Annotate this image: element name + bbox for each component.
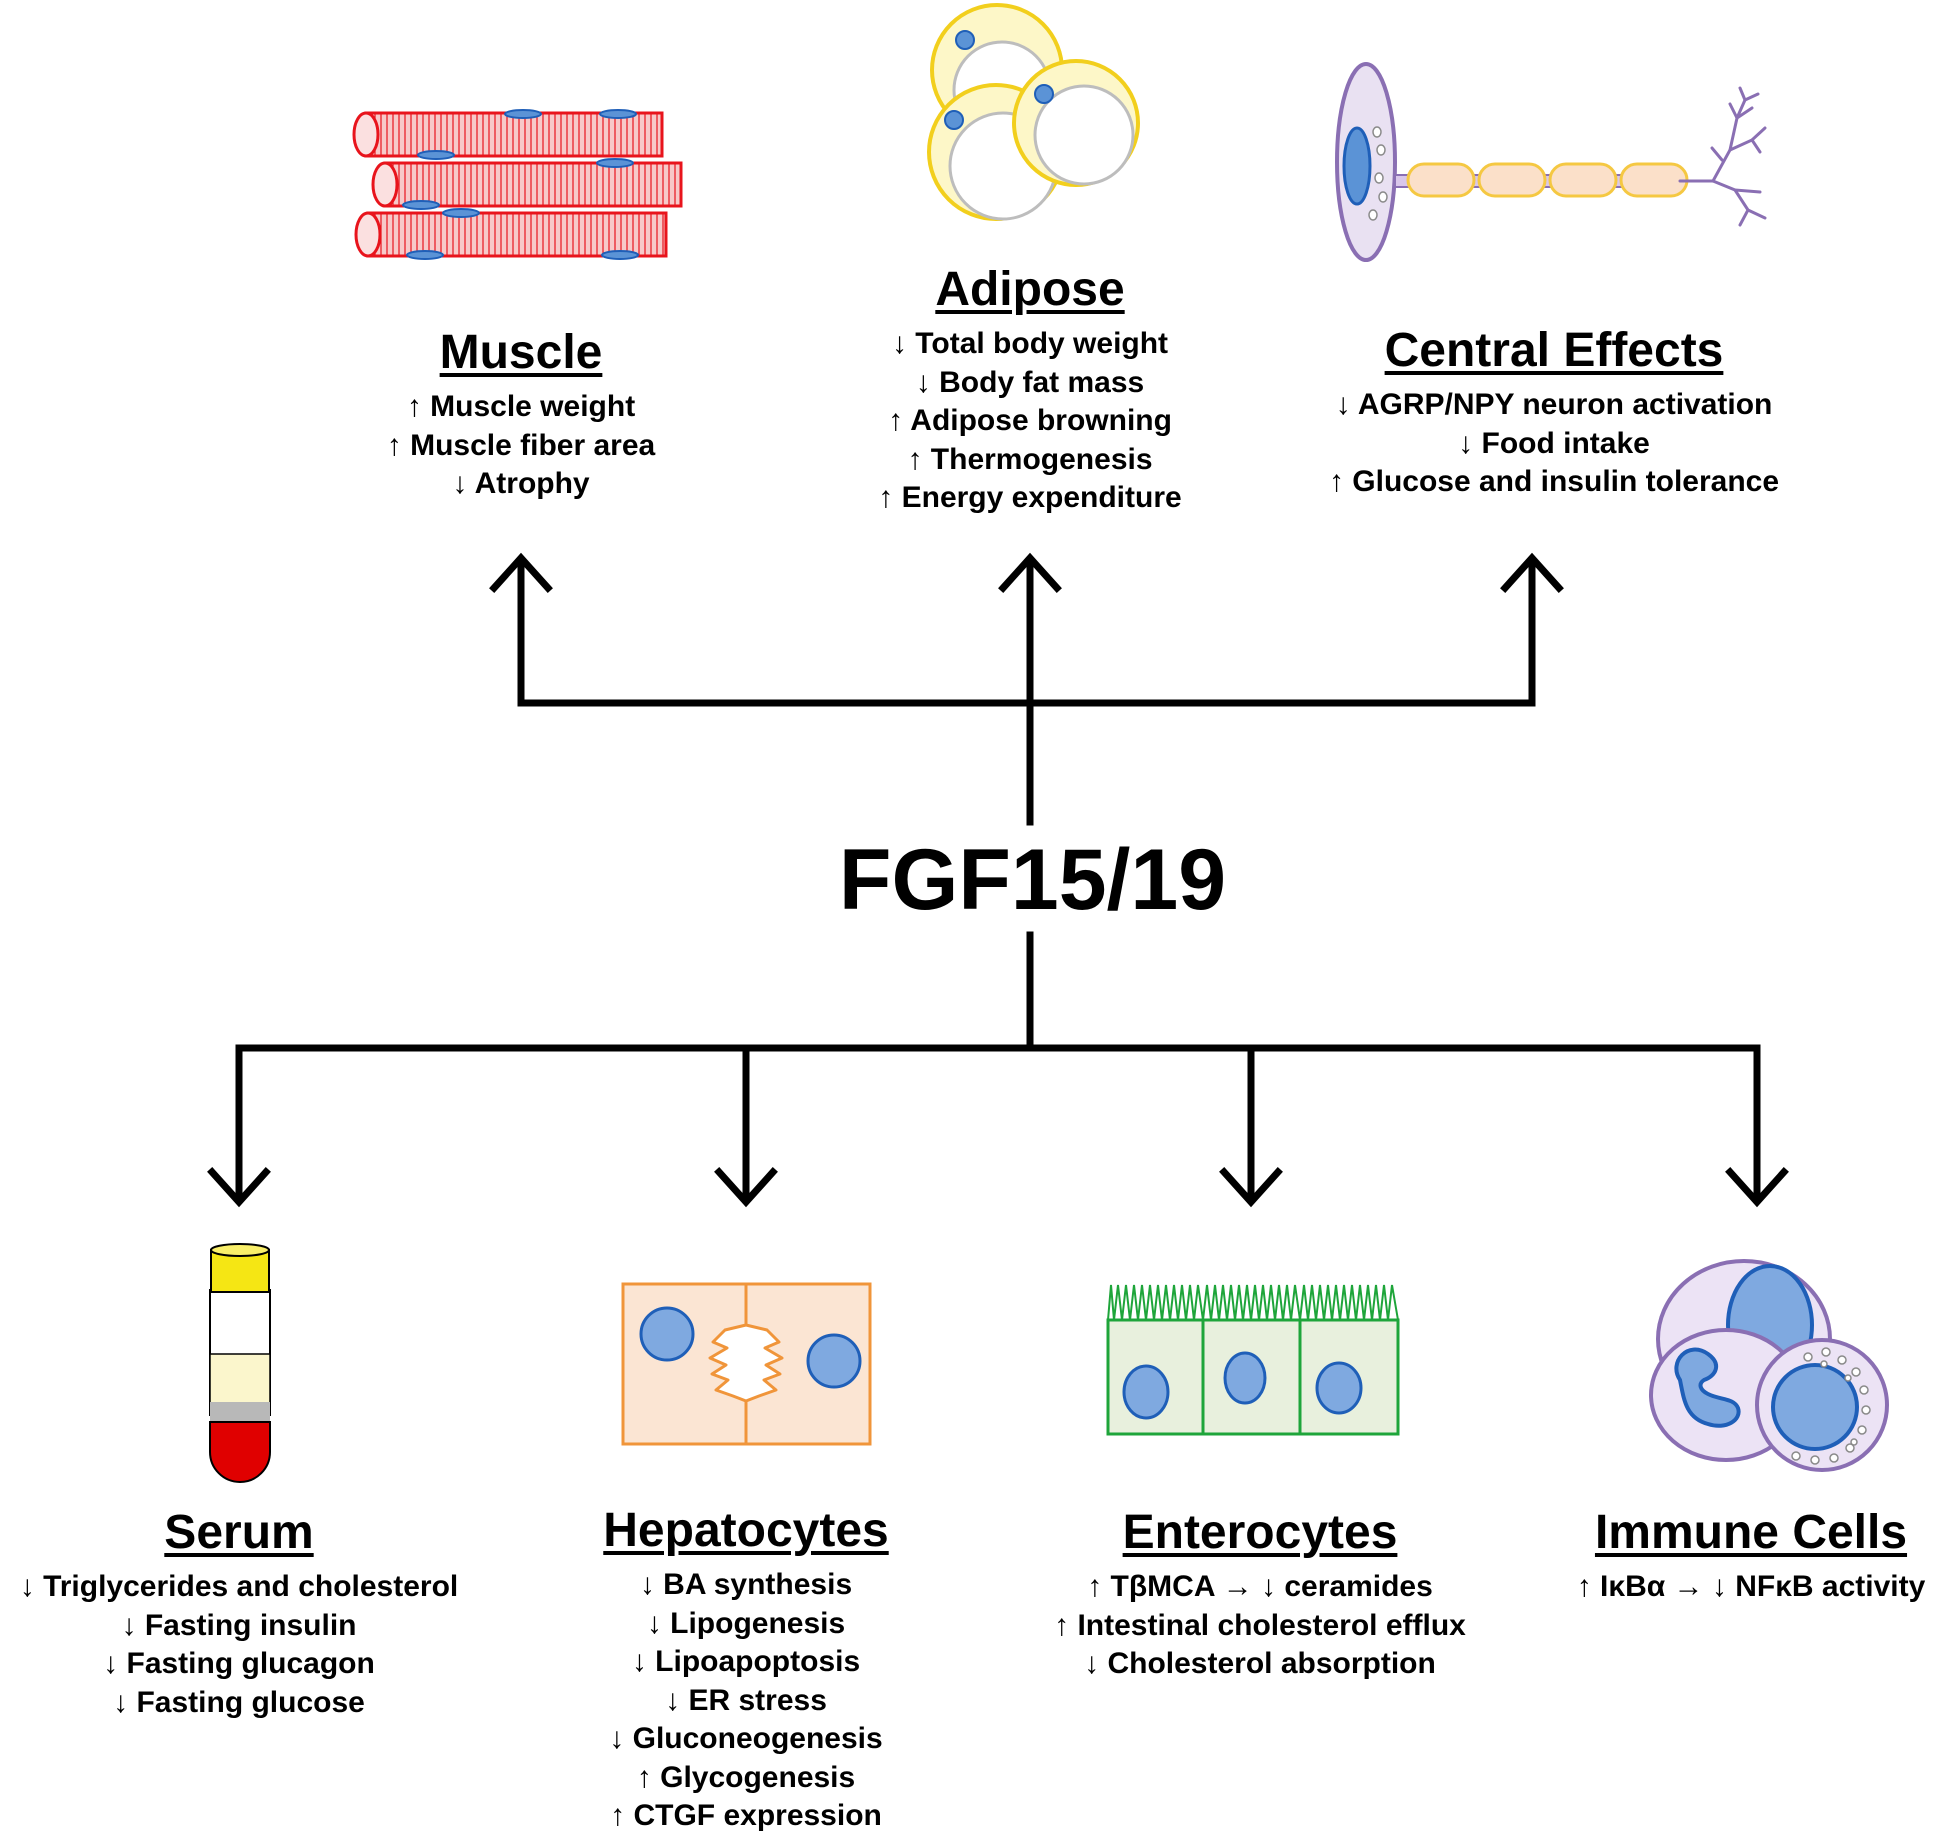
muscle-effects-list: ↑ Muscle weight ↑ Muscle fiber area ↓ At…: [331, 388, 711, 504]
enterocytes-title: Enterocytes: [1122, 1506, 1398, 1559]
up-arrowhead-adipose: [998, 552, 1062, 593]
enterocytes-panel: Enterocytes ↑ TβMCA → ↓ ceramides ↑ Inte…: [1035, 1504, 1485, 1684]
immune-cells-icon: [1649, 1259, 1889, 1472]
muscle-panel: Muscle ↑ Muscle weight ↑ Muscle fiber ar…: [331, 324, 711, 504]
adipose-effects-list: ↓ Total body weight ↓ Body fat mass ↑ Ad…: [840, 325, 1220, 518]
muscle-effect: ↑ Muscle fiber area: [386, 428, 656, 462]
hepatocytes-effect: ↑ Glycogenesis: [636, 1760, 856, 1794]
enterocytes-icon: [1106, 1284, 1400, 1436]
serum-title: Serum: [164, 1506, 314, 1559]
central-effect: ↑ Glucose and insulin tolerance: [1328, 465, 1780, 498]
up-arrowhead-central: [1500, 552, 1564, 593]
down-arrowhead-immune: [1725, 1167, 1789, 1208]
hepatocytes-effects-list: ↓ BA synthesis ↓ Lipogenesis ↓ Lipoapopt…: [556, 1566, 936, 1836]
hepatocytes-title: Hepatocytes: [603, 1504, 889, 1557]
hepatocytes-icon: [621, 1282, 872, 1446]
hepatocytes-effect: ↓ Gluconeogenesis: [609, 1722, 883, 1755]
muscle-fibers-icon: [352, 109, 683, 260]
central-effect: ↓ AGRP/NPY neuron activation: [1335, 388, 1773, 421]
muscle-title: Muscle: [439, 326, 603, 379]
down-arrowhead-enterocytes: [1219, 1167, 1283, 1208]
enterocytes-effect: ↓ Cholesterol absorption: [1084, 1647, 1436, 1680]
connectors: [207, 552, 1789, 1208]
hepatocytes-effect: ↓ BA synthesis: [639, 1568, 853, 1601]
center-title: FGF15/19: [838, 832, 1227, 928]
blood-tube-icon: [209, 1243, 271, 1483]
hepatocytes-panel: Hepatocytes ↓ BA synthesis ↓ Lipogenesis…: [556, 1502, 936, 1836]
central-effect: ↓ Food intake: [1458, 426, 1650, 460]
central-effects-list: ↓ AGRP/NPY neuron activation ↓ Food inta…: [1304, 386, 1804, 502]
adipose-effect: ↑ Adipose browning: [888, 404, 1172, 437]
adipose-effect: ↓ Body fat mass: [915, 365, 1145, 399]
serum-effect: ↓ Fasting glucagon: [103, 1647, 375, 1680]
down-arrowhead-hepatocytes: [714, 1167, 778, 1208]
hepatocytes-effect: ↓ ER stress: [665, 1683, 827, 1717]
central-title: Central Effects: [1384, 324, 1724, 377]
adipose-effect: ↑ Energy expenditure: [878, 481, 1182, 514]
adipose-title: Adipose: [935, 263, 1125, 316]
central-panel: Central Effects ↓ AGRP/NPY neuron activa…: [1304, 322, 1804, 502]
hepatocytes-effect: ↑ CTGF expression: [610, 1799, 882, 1832]
adipose-effect: ↓ Total body weight: [891, 327, 1169, 360]
enterocytes-effect: ↑ Intestinal cholesterol efflux: [1054, 1608, 1466, 1642]
muscle-effect: ↑ Muscle weight: [406, 390, 636, 423]
serum-panel: Serum ↓ Triglycerides and cholesterol ↓ …: [0, 1504, 478, 1722]
adipose-effect: ↑ Thermogenesis: [907, 442, 1153, 476]
enterocytes-effects-list: ↑ TβMCA → ↓ ceramides ↑ Intestinal chole…: [1035, 1568, 1485, 1684]
hepatocytes-effect: ↓ Lipogenesis: [646, 1606, 846, 1640]
adipose-panel: Adipose ↓ Total body weight ↓ Body fat m…: [840, 261, 1220, 518]
neuron-icon: [1335, 62, 1767, 262]
up-arrowhead-muscle: [489, 552, 553, 593]
immune-title: Immune Cells: [1594, 1506, 1908, 1559]
hepatocytes-effect: ↓ Lipoapoptosis: [631, 1645, 861, 1678]
adipocytes-icon: [927, 3, 1140, 221]
serum-effect: ↓ Fasting insulin: [121, 1608, 357, 1642]
serum-effects-list: ↓ Triglycerides and cholesterol ↓ Fastin…: [0, 1568, 478, 1722]
immune-effects-list: ↑ IκBα → ↓ NFκB activity: [1552, 1568, 1950, 1607]
enterocytes-effect: ↑ TβMCA → ↓ ceramides: [1087, 1570, 1433, 1603]
down-arrowhead-serum: [207, 1167, 271, 1208]
immune-effect: ↑ IκBα → ↓ NFκB activity: [1576, 1570, 1926, 1603]
serum-effect: ↓ Triglycerides and cholesterol: [19, 1570, 459, 1603]
muscle-effect: ↓ Atrophy: [452, 467, 590, 500]
immune-panel: Immune Cells ↑ IκBα → ↓ NFκB activity: [1552, 1504, 1950, 1607]
serum-effect: ↓ Fasting glucose: [113, 1685, 365, 1719]
